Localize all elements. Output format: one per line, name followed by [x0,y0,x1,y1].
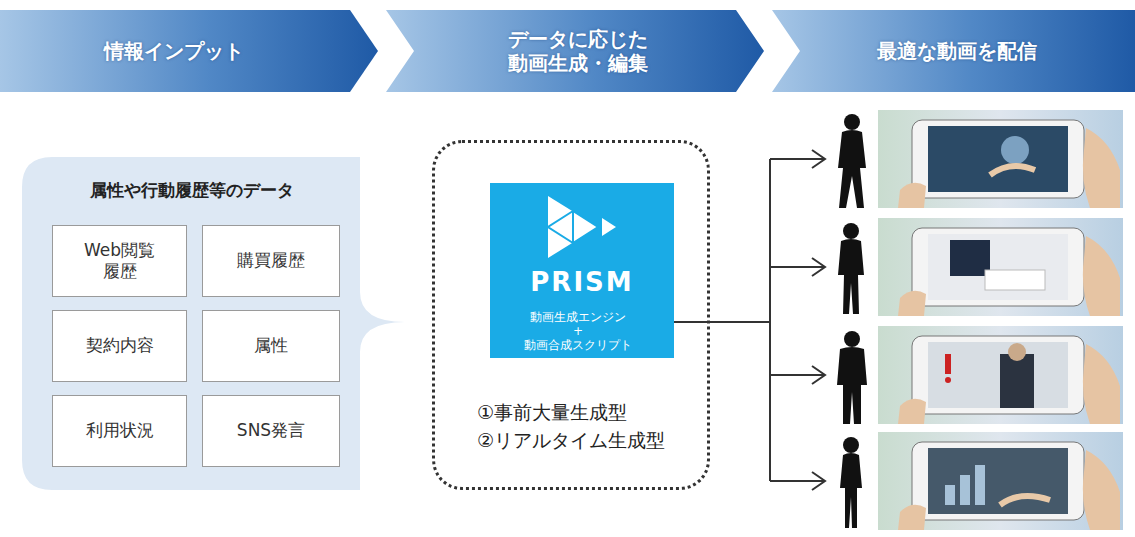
data-panel: 属性や行動履歴等のデータ Web閲覧 履歴 購買履歴契約内容 属性利用状況 SNS発言 [22,157,412,490]
chevron-fill [386,10,764,92]
node-subtext: 動画生成エンジン + 動画合成スクリプト [519,311,637,352]
data-box: SNS発言 [202,395,340,467]
node-text: 契約内容 [86,335,154,356]
step-chevron: 情報インプット [0,10,378,92]
chevron-fill [0,10,378,92]
prism-engine-box: PRISM 動画生成エンジン + 動画合成スクリプト [490,183,674,358]
phone-photos [878,110,1123,530]
node-text: 情報インプット [104,39,244,63]
node-text: 最適な動画を配信 [877,39,1037,63]
node-text: ①事前大量生成型 ②リアルタイム生成型 [477,399,686,454]
distribution-lines [666,150,825,490]
node-text: SNS発言 [237,420,305,441]
data-box: 購買履歴 [202,225,340,297]
node-text: 属性や行動履歴等のデータ [22,179,362,202]
node-text: データに応じた 動画生成・編集 [492,27,664,75]
node-text: PRISM [490,267,674,297]
node-text: 利用状況 [86,420,154,441]
chevron-fill [772,10,1135,92]
engine-group: ①事前大量生成型 ②リアルタイム生成型 PRISM 動画生成エンジン + 動画合成ス… [432,140,710,490]
node-text: 購買履歴 [237,250,305,271]
person-silhouettes [837,114,867,528]
prism-logo [548,196,618,258]
data-box: 利用状況 [52,395,187,467]
step-chevron: 最適な動画を配信 [772,10,1135,92]
data-box: 属性 [202,310,340,382]
data-box: Web閲覧 履歴 [52,225,187,297]
node-text: 属性 [254,335,288,356]
step-chevron: データに応じた 動画生成・編集 [386,10,764,92]
node-text: Web閲覧 履歴 [77,240,162,283]
data-box: 契約内容 [52,310,187,382]
panel-fill [22,157,405,490]
